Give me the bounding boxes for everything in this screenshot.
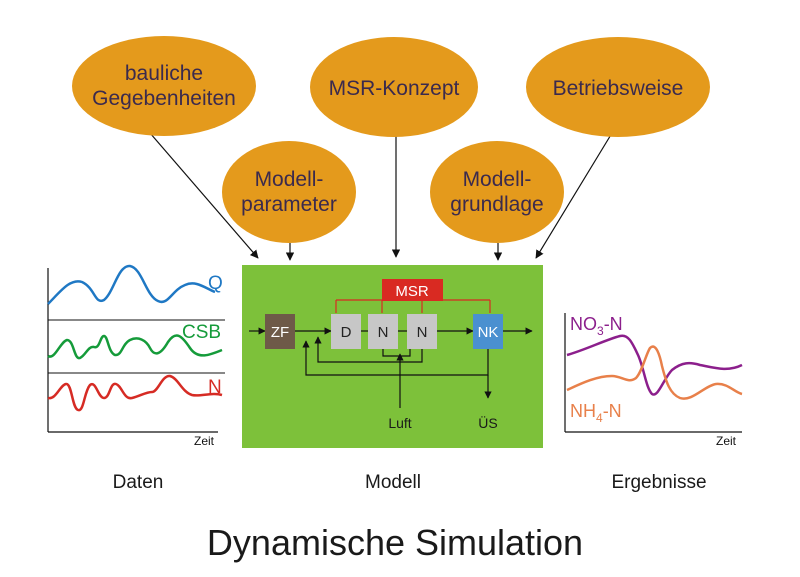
caption-ergebnisse: Ergebnisse <box>611 472 706 493</box>
bauliche-line1: bauliche <box>125 62 203 85</box>
data-zeit-label: Zeit <box>194 434 215 448</box>
page-title: Dynamische Simulation <box>207 522 583 563</box>
n-label: N <box>208 377 222 398</box>
nh4-curve <box>566 345 743 400</box>
ellipse-modellparameter <box>222 141 356 243</box>
modellparameter-line2: parameter <box>241 193 337 216</box>
no3-label: NO3-N <box>570 314 623 338</box>
csb-curve <box>47 334 223 360</box>
results-panel: NO3-N NH4-N Zeit <box>564 313 743 448</box>
n2-label: N <box>417 324 428 341</box>
msr-konzept-label: MSR-Konzept <box>329 77 460 100</box>
model-box: MSR ZF D N N NK L <box>242 265 543 448</box>
nk-label: NK <box>478 324 499 341</box>
nk-box <box>473 314 503 349</box>
msr-box <box>382 279 443 301</box>
csb-label: CSB <box>182 322 221 343</box>
nh4-label: NH4-N <box>570 401 622 425</box>
ellipse-modellgrundlage <box>430 141 564 243</box>
reactor-n1 <box>368 314 398 349</box>
modellgrundlage-line2: grundlage <box>450 193 543 216</box>
q-label: Q <box>208 273 223 294</box>
msr-label: MSR <box>395 283 429 300</box>
modellparameter-line1: Modell- <box>255 168 324 191</box>
reactor-d <box>331 314 361 349</box>
ellipse-msr-konzept <box>310 37 478 137</box>
no3-curve <box>566 334 743 396</box>
zf-label: ZF <box>271 324 289 341</box>
d-label: D <box>341 324 352 341</box>
modellgrundlage-line1: Modell- <box>463 168 532 191</box>
caption-daten: Daten <box>113 472 164 493</box>
caption-modell: Modell <box>365 472 421 493</box>
reactor-n2 <box>407 314 437 349</box>
n1-label: N <box>378 324 389 341</box>
q-curve <box>47 264 216 305</box>
ellipse-betriebsweise <box>526 37 710 137</box>
data-panel: Q CSB N Zeit <box>47 264 225 448</box>
luft-label: Luft <box>388 415 411 431</box>
us-label: ÜS <box>478 414 497 431</box>
input-arrows <box>149 132 613 261</box>
flow-lines <box>249 327 533 408</box>
ellipse-bauliche <box>72 36 256 136</box>
results-zeit-label: Zeit <box>716 434 737 448</box>
betriebsweise-label: Betriebsweise <box>553 77 684 100</box>
input-ellipses: bauliche Gegebenheiten MSR-Konzept Betri… <box>72 36 710 243</box>
zf-box <box>265 314 295 349</box>
bauliche-line2: Gegebenheiten <box>92 87 236 110</box>
n-curve <box>47 374 223 412</box>
